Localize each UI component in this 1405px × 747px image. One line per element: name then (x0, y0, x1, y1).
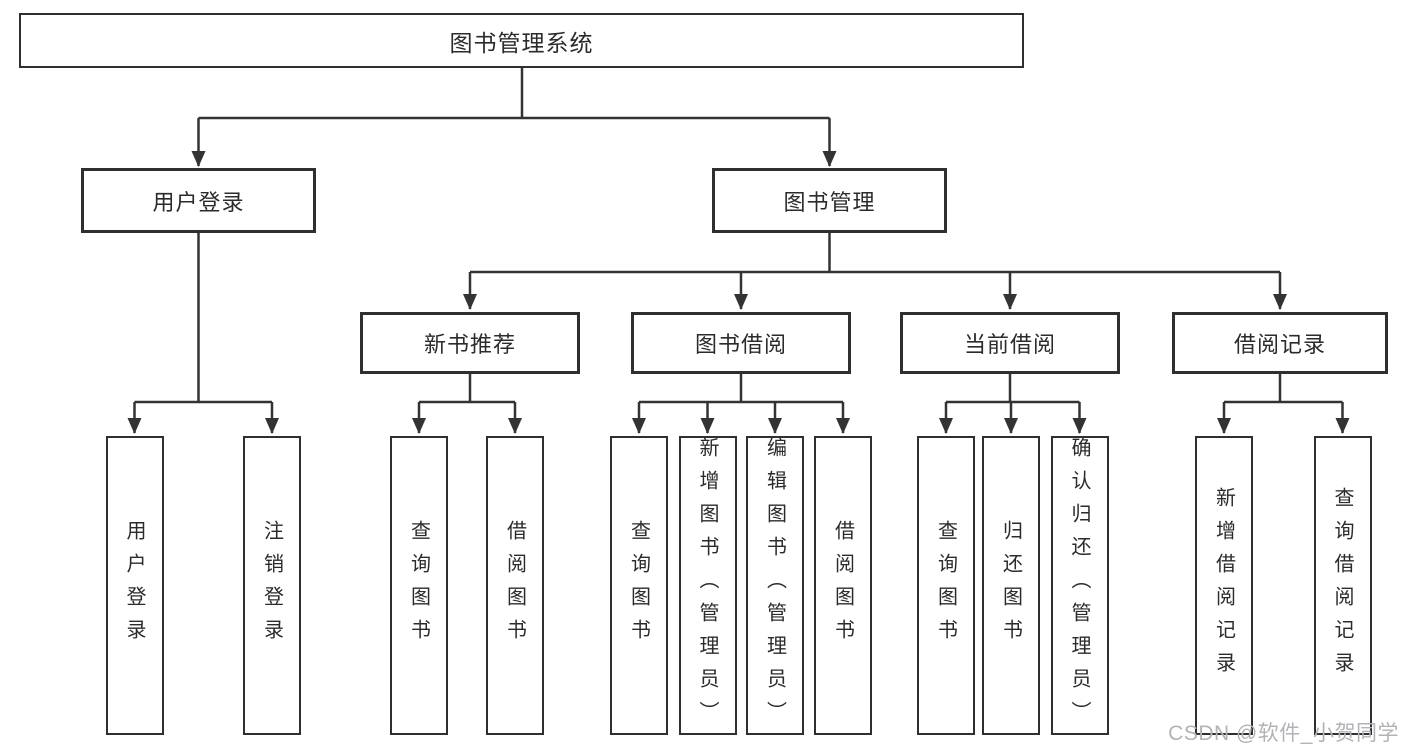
leaf-edit-books-admin: 编辑图书（管理员） (746, 436, 804, 735)
leaf-query-books-current: 查询图书 (917, 436, 975, 735)
node-current-borrow-label: 当前借阅 (963, 332, 1056, 357)
leaf-borrow-books-recommend: 借阅图书 (486, 436, 544, 735)
node-book-management-label: 图书管理 (783, 189, 876, 215)
leaf-add-borrow-record-label: 新增借阅记录 (1212, 486, 1235, 685)
leaf-logout-label: 注销登录 (260, 519, 283, 652)
node-book-borrow-label: 图书借阅 (694, 332, 787, 357)
leaf-add-borrow-record: 新增借阅记录 (1195, 436, 1253, 735)
node-borrow-records-label: 借阅记录 (1233, 332, 1326, 357)
root-node-label: 图书管理系统 (449, 29, 594, 56)
leaf-borrow-books: 借阅图书 (814, 436, 872, 735)
leaf-query-books-borrow-label: 查询图书 (627, 519, 650, 652)
csdn-watermark: CSDN @软件_小贺同学 (1168, 722, 1399, 745)
leaf-query-borrow-record-label: 查询借阅记录 (1331, 486, 1353, 685)
leaf-logout: 注销登录 (243, 436, 301, 735)
leaf-query-books-recommend: 查询图书 (390, 436, 448, 735)
leaf-borrow-books-recommend-label: 借阅图书 (503, 519, 526, 652)
leaf-confirm-return-admin-label: 确认归还（管理员） (1068, 437, 1090, 734)
leaf-query-borrow-record: 查询借阅记录 (1313, 436, 1372, 735)
leaf-edit-books-admin-label: 编辑图书（管理员） (763, 437, 786, 734)
leaf-add-books-admin: 新增图书（管理员） (678, 436, 737, 735)
leaf-confirm-return-admin: 确认归还（管理员） (1050, 436, 1109, 735)
leaf-query-books-recommend-label: 查询图书 (407, 519, 430, 652)
leaf-add-books-admin-label: 新增图书（管理员） (696, 437, 718, 734)
leaf-return-books: 归还图书 (982, 436, 1040, 735)
leaf-borrow-books-label: 借阅图书 (831, 519, 854, 652)
leaf-user-login-label: 用户登录 (123, 519, 145, 652)
leaf-return-books-label: 归还图书 (999, 519, 1022, 652)
node-user-login-label: 用户登录 (152, 189, 245, 215)
leaf-user-login: 用户登录 (105, 436, 164, 735)
node-book-borrow: 图书借阅 (631, 312, 851, 374)
leaf-query-books-borrow: 查询图书 (610, 436, 668, 735)
node-borrow-records: 借阅记录 (1172, 312, 1388, 374)
leaf-query-books-current-label: 查询图书 (934, 519, 957, 652)
node-current-borrow: 当前借阅 (900, 312, 1120, 374)
node-user-login: 用户登录 (81, 168, 316, 233)
node-book-management: 图书管理 (712, 168, 947, 233)
root-node-library-system: 图书管理系统 (19, 13, 1024, 68)
node-new-book-recommend-label: 新书推荐 (423, 332, 516, 357)
node-new-book-recommend: 新书推荐 (360, 312, 580, 374)
